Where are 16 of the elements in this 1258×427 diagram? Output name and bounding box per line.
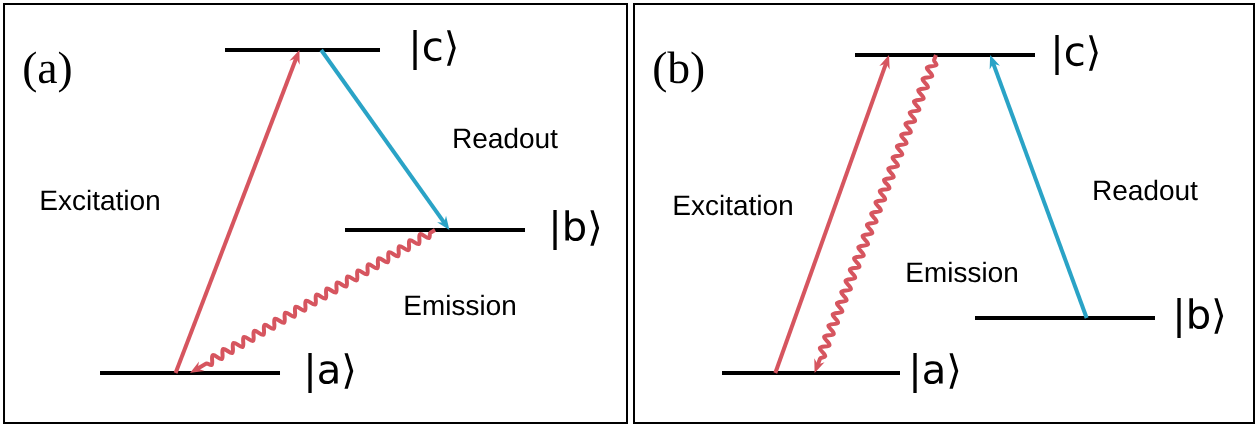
state-label: |a⟩ — [308, 353, 354, 393]
state-label: |b⟩ — [553, 210, 600, 250]
state-label: |c⟩ — [1055, 35, 1098, 75]
panel-label: (a) — [24, 51, 71, 93]
panel-label: (b) — [654, 51, 704, 93]
edge-label: Readout — [454, 127, 558, 149]
state-label: |c⟩ — [413, 30, 456, 70]
state-label: |b⟩ — [1177, 298, 1224, 338]
panel — [633, 3, 1255, 424]
edge-label: Excitation — [41, 189, 159, 211]
edge-label: Excitation — [674, 194, 792, 216]
panel — [3, 3, 628, 424]
state-label: |a⟩ — [913, 353, 959, 393]
edge-label: Emission — [405, 294, 515, 316]
edge-label: Readout — [1094, 179, 1198, 201]
edge-label: Emission — [907, 261, 1017, 283]
